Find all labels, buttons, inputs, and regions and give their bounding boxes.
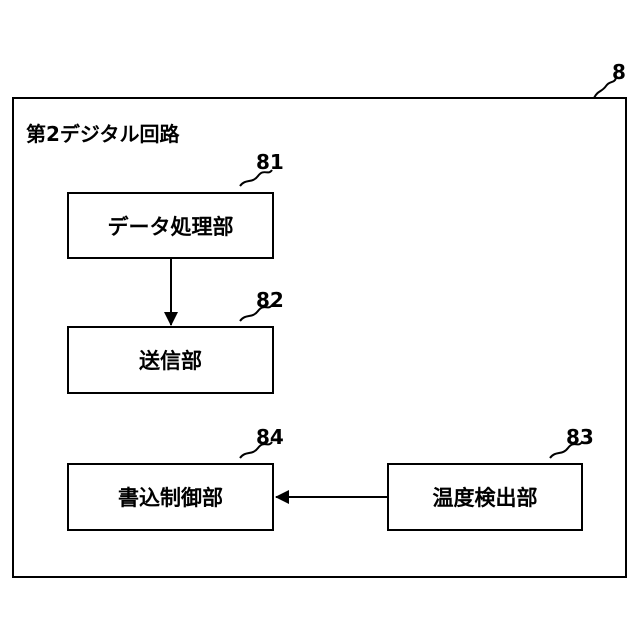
leader-line-82	[240, 305, 272, 321]
leader-line-8	[594, 78, 616, 98]
leader-line-83	[550, 442, 582, 458]
leader-line-84	[240, 442, 272, 458]
leader-line-81	[240, 170, 272, 186]
